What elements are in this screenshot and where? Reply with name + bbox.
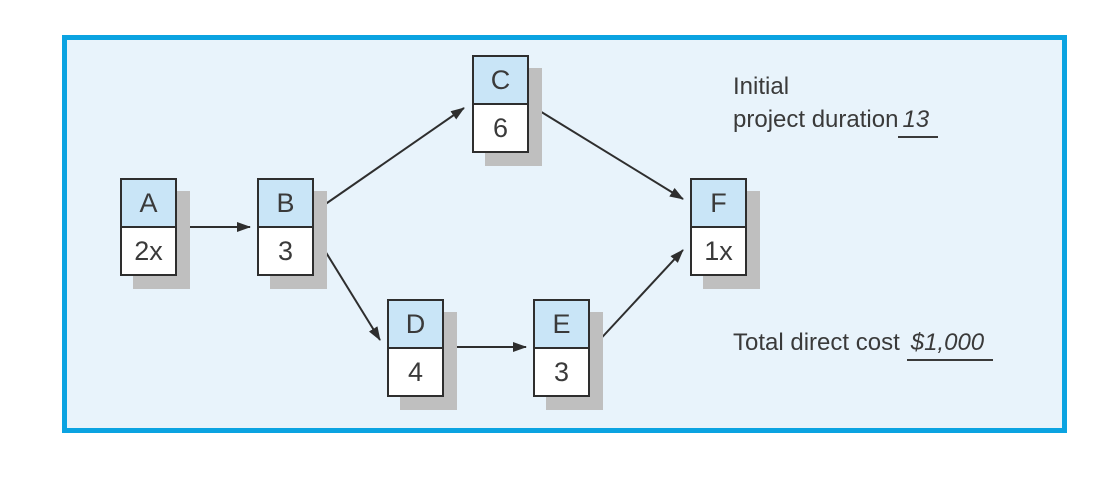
node-label: F [692, 180, 745, 228]
node-label: A [122, 180, 175, 228]
node-value: 3 [259, 228, 312, 274]
node-value: 3 [535, 349, 588, 395]
node-value: 4 [389, 349, 442, 395]
node-box: D 4 [387, 299, 444, 397]
node-value: 1x [692, 228, 745, 274]
node-box: B 3 [257, 178, 314, 276]
cost-text: Total direct cost [733, 329, 900, 356]
duration-text-line1: Initial [733, 73, 790, 100]
node-value: 2x [122, 228, 175, 274]
node-box: A 2x [120, 178, 177, 276]
node-label: B [259, 180, 312, 228]
node-A: A 2x [120, 178, 190, 289]
node-label: E [535, 301, 588, 349]
node-box: E 3 [533, 299, 590, 397]
duration-fill-value: 13 [898, 106, 939, 138]
node-label: C [474, 57, 527, 105]
node-box: C 6 [472, 55, 529, 153]
annotation-duration-line1: Initial [733, 70, 938, 103]
duration-text-line2: project duration [733, 106, 899, 133]
node-box: F 1x [690, 178, 747, 276]
node-E: E 3 [533, 299, 603, 410]
node-C: C 6 [472, 55, 542, 166]
node-value: 6 [474, 105, 527, 151]
cost-fill-value: $1,000 [906, 329, 994, 361]
node-F: F 1x [690, 178, 760, 289]
node-D: D 4 [387, 299, 457, 410]
node-label: D [389, 301, 442, 349]
annotation-cost: Total direct cost$1,000 [733, 326, 994, 361]
node-B: B 3 [257, 178, 327, 289]
